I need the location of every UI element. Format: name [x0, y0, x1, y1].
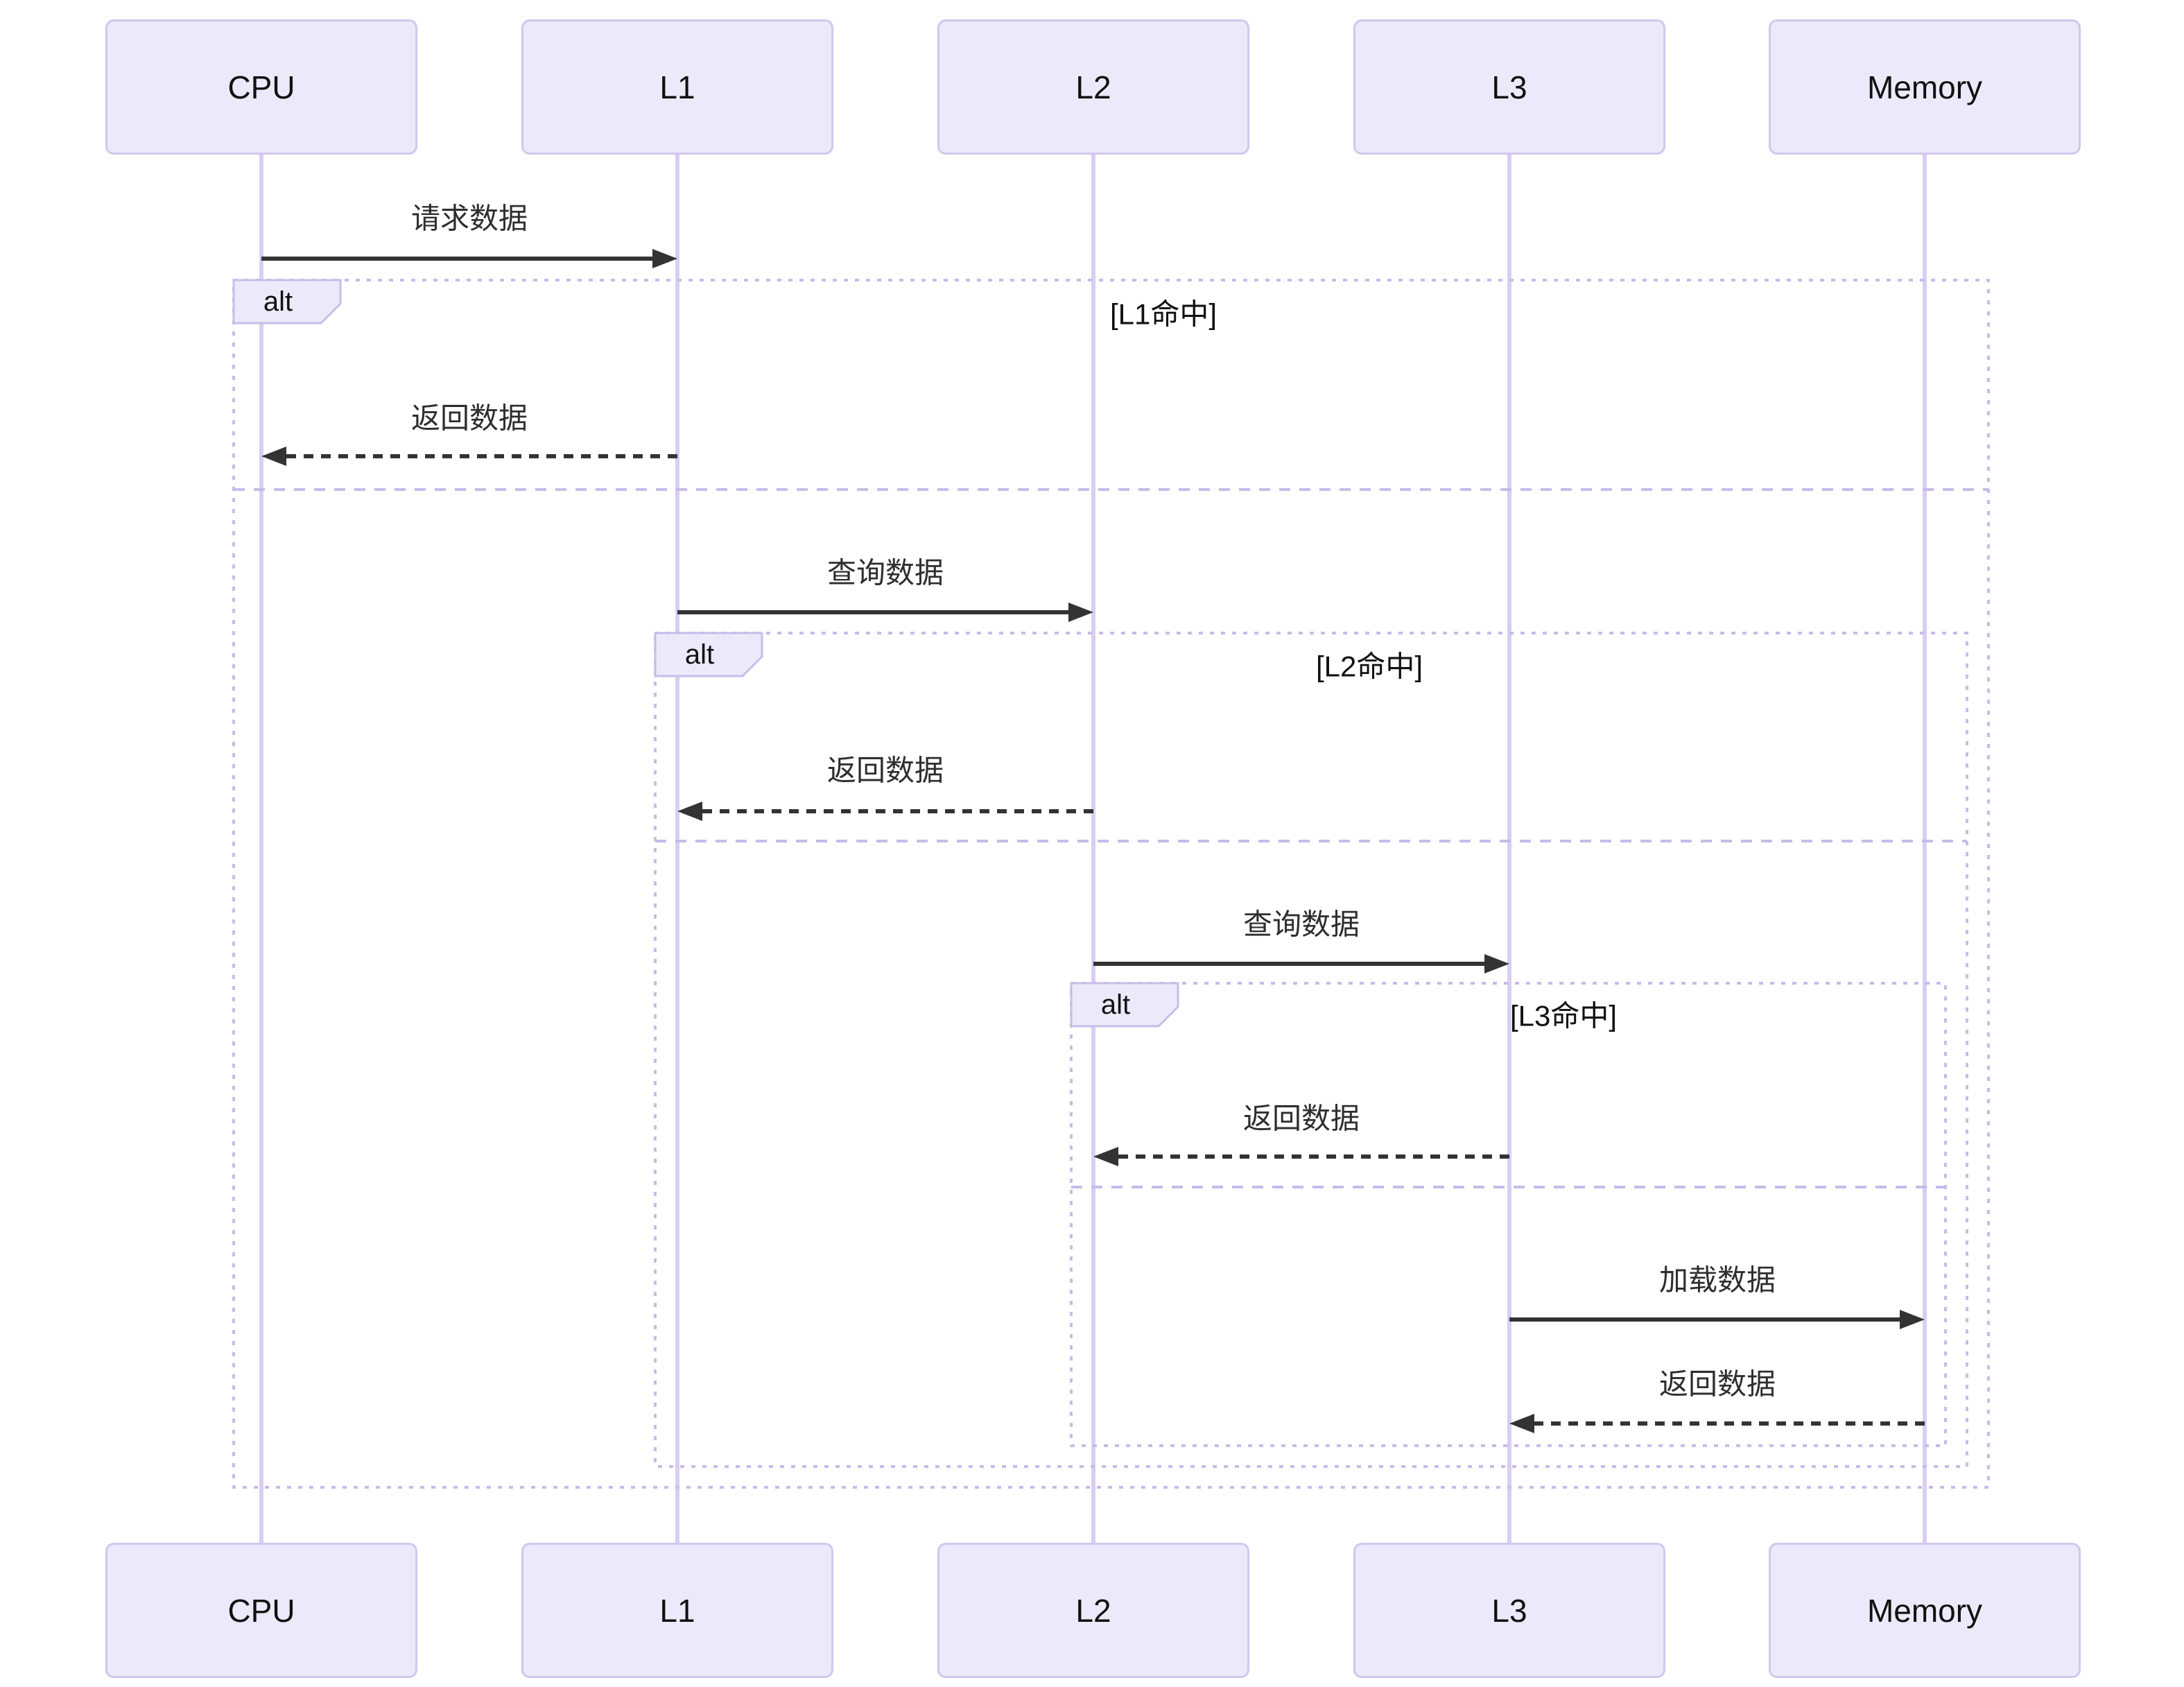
alt-fragment-3-frame: [1070, 982, 1947, 1447]
actor-l2-top: L2: [937, 19, 1249, 155]
actor-cpu-bottom: CPU: [105, 1543, 417, 1678]
alt-fragment-2-frame: [654, 632, 1968, 1468]
message-8-label: 返回数据: [1658, 1367, 1776, 1401]
actor-l1-bottom: L1: [521, 1543, 833, 1678]
actor-memory-top: Memory: [1769, 19, 2081, 155]
message-4-label: 返回数据: [826, 754, 944, 787]
message-4-arrowhead: [677, 802, 702, 821]
actor-l3-bottom-label: L3: [1491, 1592, 1527, 1629]
actor-l2-bottom-label: L2: [1075, 1592, 1111, 1629]
actor-memory-top-label: Memory: [1866, 69, 1983, 105]
message-1-arrowhead: [652, 249, 677, 268]
alt-fragment-1-condition: [L1命中]: [1109, 297, 1217, 331]
actor-l1-top-label: L1: [659, 69, 695, 105]
message-6-label: 返回数据: [1242, 1102, 1360, 1135]
message-5-label: 查询数据: [1242, 908, 1360, 941]
message-5-arrowhead: [1484, 954, 1509, 974]
actor-memory-bottom: Memory: [1769, 1543, 2081, 1678]
alt-fragment-2-tag-shape: [654, 632, 763, 677]
alt-fragment-1-tag: alt: [263, 286, 293, 317]
message-3-arrowhead: [1068, 603, 1093, 622]
message-6-arrowhead: [1093, 1147, 1118, 1166]
message-7-label: 加载数据: [1658, 1263, 1776, 1297]
message-7-arrowhead: [1900, 1310, 1925, 1329]
actor-cpu-top: CPU: [105, 19, 417, 155]
message-2-arrowhead: [261, 447, 286, 466]
message-2-label: 返回数据: [410, 401, 528, 435]
alt-fragment-1-tag-shape: [232, 279, 342, 325]
actor-cpu-top-label: CPU: [227, 69, 295, 105]
actor-l3-top: L3: [1353, 19, 1665, 155]
actor-cpu-bottom-label: CPU: [227, 1592, 295, 1629]
alt-fragment-3-tag-shape: [1070, 982, 1179, 1028]
alt-fragment-3-condition: [L3命中]: [1509, 999, 1618, 1032]
actor-l1-bottom-label: L1: [659, 1592, 695, 1629]
alt-fragment-1-frame: [232, 279, 1990, 1489]
alt-fragment-2-tag: alt: [684, 639, 715, 670]
actor-memory-bottom-label: Memory: [1866, 1592, 1983, 1629]
message-3-label: 查询数据: [826, 556, 944, 589]
actor-l3-top-label: L3: [1491, 69, 1527, 105]
message-8-arrowhead: [1509, 1414, 1534, 1433]
actor-l1-top: L1: [521, 19, 833, 155]
actor-l2-top-label: L2: [1075, 69, 1111, 105]
alt-fragment-2-condition: [L2命中]: [1315, 650, 1423, 683]
actor-l2-bottom: L2: [937, 1543, 1249, 1678]
alt-fragment-3-tag: alt: [1100, 989, 1131, 1020]
message-1-label: 请求数据: [410, 202, 528, 235]
actor-l3-bottom: L3: [1353, 1543, 1665, 1678]
